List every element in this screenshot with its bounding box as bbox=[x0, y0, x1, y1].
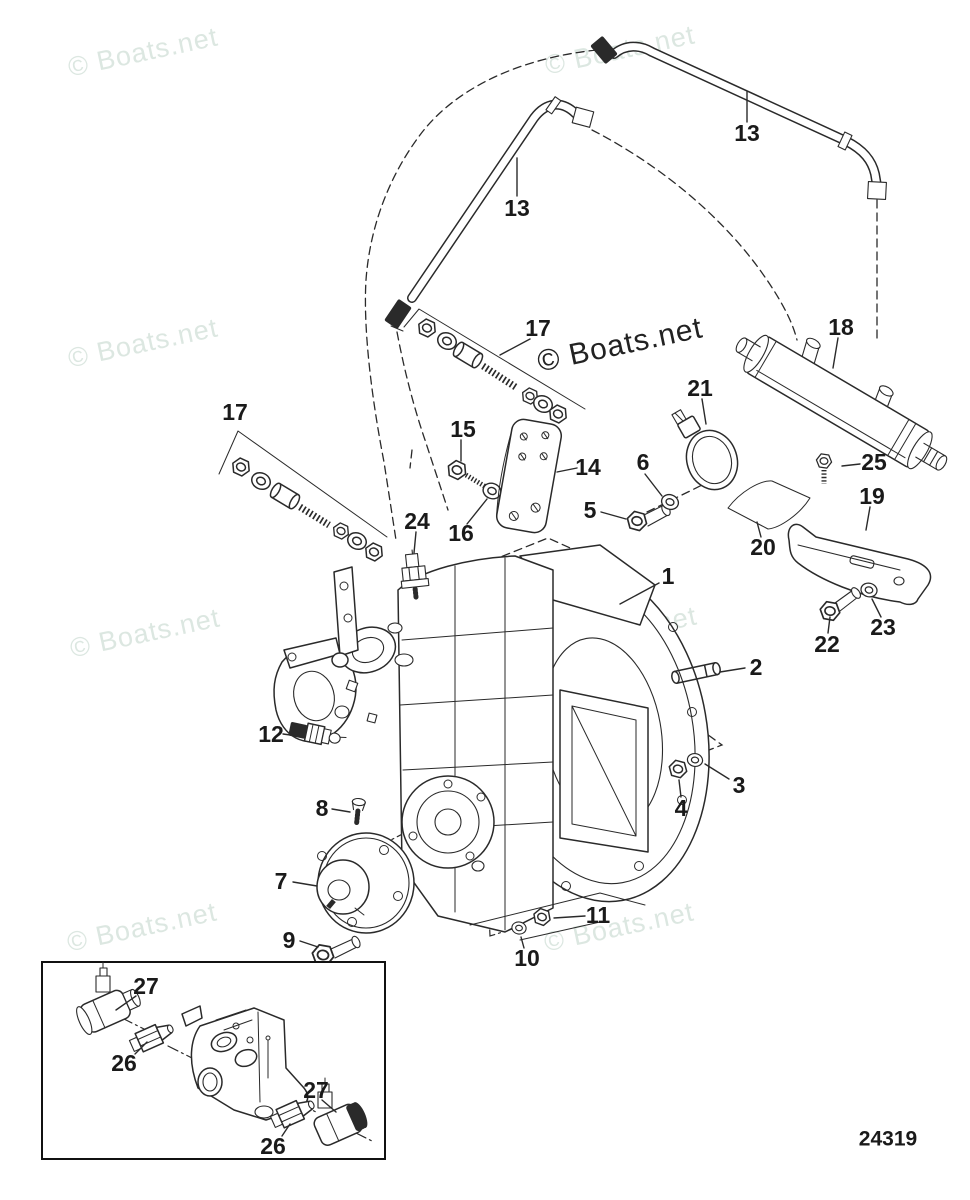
callout-9: 9 bbox=[283, 927, 296, 953]
callout-15: 15 bbox=[450, 416, 476, 442]
part-14-bracket bbox=[495, 418, 563, 534]
part-9-bolt bbox=[309, 935, 361, 967]
callout-17: 17 bbox=[525, 315, 551, 341]
callout-17: 17 bbox=[222, 399, 248, 425]
callout-16: 16 bbox=[448, 520, 474, 546]
callout-6: 6 bbox=[637, 449, 650, 475]
watermark: © Boats.net bbox=[65, 21, 220, 82]
callout-21: 21 bbox=[687, 375, 713, 401]
callout-5: 5 bbox=[584, 497, 597, 523]
part-7-coupling bbox=[316, 832, 415, 934]
callout-10: 10 bbox=[514, 945, 540, 971]
callout-13: 13 bbox=[734, 120, 760, 146]
part-12-sensor bbox=[288, 722, 347, 746]
watermark: © Boats.net bbox=[65, 312, 220, 373]
leader-lines bbox=[115, 91, 882, 1137]
callout-11: 11 bbox=[586, 902, 611, 928]
callout-7: 7 bbox=[275, 868, 288, 894]
callout-12: 12 bbox=[258, 721, 284, 747]
part-26-fitting-right bbox=[269, 1099, 315, 1129]
callout-26: 26 bbox=[260, 1133, 286, 1159]
part-18-oil-cooler bbox=[735, 334, 948, 471]
part-1-transmission bbox=[273, 544, 710, 941]
callout-1: 1 bbox=[662, 563, 675, 589]
part-22-bolt bbox=[817, 587, 862, 622]
callout-27: 27 bbox=[303, 1077, 329, 1103]
callout-25: 25 bbox=[861, 449, 887, 475]
part-17-hardware-left bbox=[218, 430, 388, 564]
watermark: © Boats.net bbox=[64, 896, 219, 957]
callout-27: 27 bbox=[133, 973, 159, 999]
part-8-bolt bbox=[351, 797, 366, 827]
callout-24: 24 bbox=[404, 508, 430, 534]
part-25-plug bbox=[814, 452, 834, 484]
callout-26: 26 bbox=[111, 1050, 137, 1076]
callout-14: 14 bbox=[575, 454, 601, 480]
callout-2: 2 bbox=[750, 654, 763, 680]
drawing-part-number: 24319 bbox=[859, 1128, 917, 1151]
part-13-hose-left bbox=[384, 96, 595, 332]
watermark: © Boats.net bbox=[67, 602, 222, 663]
part-20-gasket bbox=[727, 480, 811, 530]
callout-19: 19 bbox=[859, 483, 885, 509]
part-27-solenoid-left bbox=[76, 961, 141, 1035]
part-21-hose-clamp bbox=[671, 409, 739, 491]
part-2-pin bbox=[671, 661, 721, 685]
part-15-bolt bbox=[444, 457, 488, 490]
part-19-bracket bbox=[787, 523, 932, 606]
part-13-hose-right bbox=[590, 36, 887, 201]
callout-23: 23 bbox=[870, 614, 896, 640]
callout-13: 13 bbox=[504, 195, 530, 221]
callout-4: 4 bbox=[675, 795, 688, 821]
callout-18: 18 bbox=[828, 314, 854, 340]
part-24-sensor bbox=[400, 549, 430, 602]
part-17-hardware-top bbox=[403, 308, 586, 426]
part-27-solenoid-right bbox=[313, 1077, 368, 1146]
callout-20: 20 bbox=[750, 534, 776, 560]
watermark: © Boats.net bbox=[534, 311, 705, 378]
part-26-fitting-left bbox=[128, 1023, 174, 1053]
callout-22: 22 bbox=[814, 631, 840, 657]
callout-8: 8 bbox=[316, 795, 329, 821]
callout-3: 3 bbox=[733, 772, 746, 798]
watermark: © Boats.net bbox=[541, 896, 696, 957]
inset-box bbox=[41, 961, 386, 1160]
